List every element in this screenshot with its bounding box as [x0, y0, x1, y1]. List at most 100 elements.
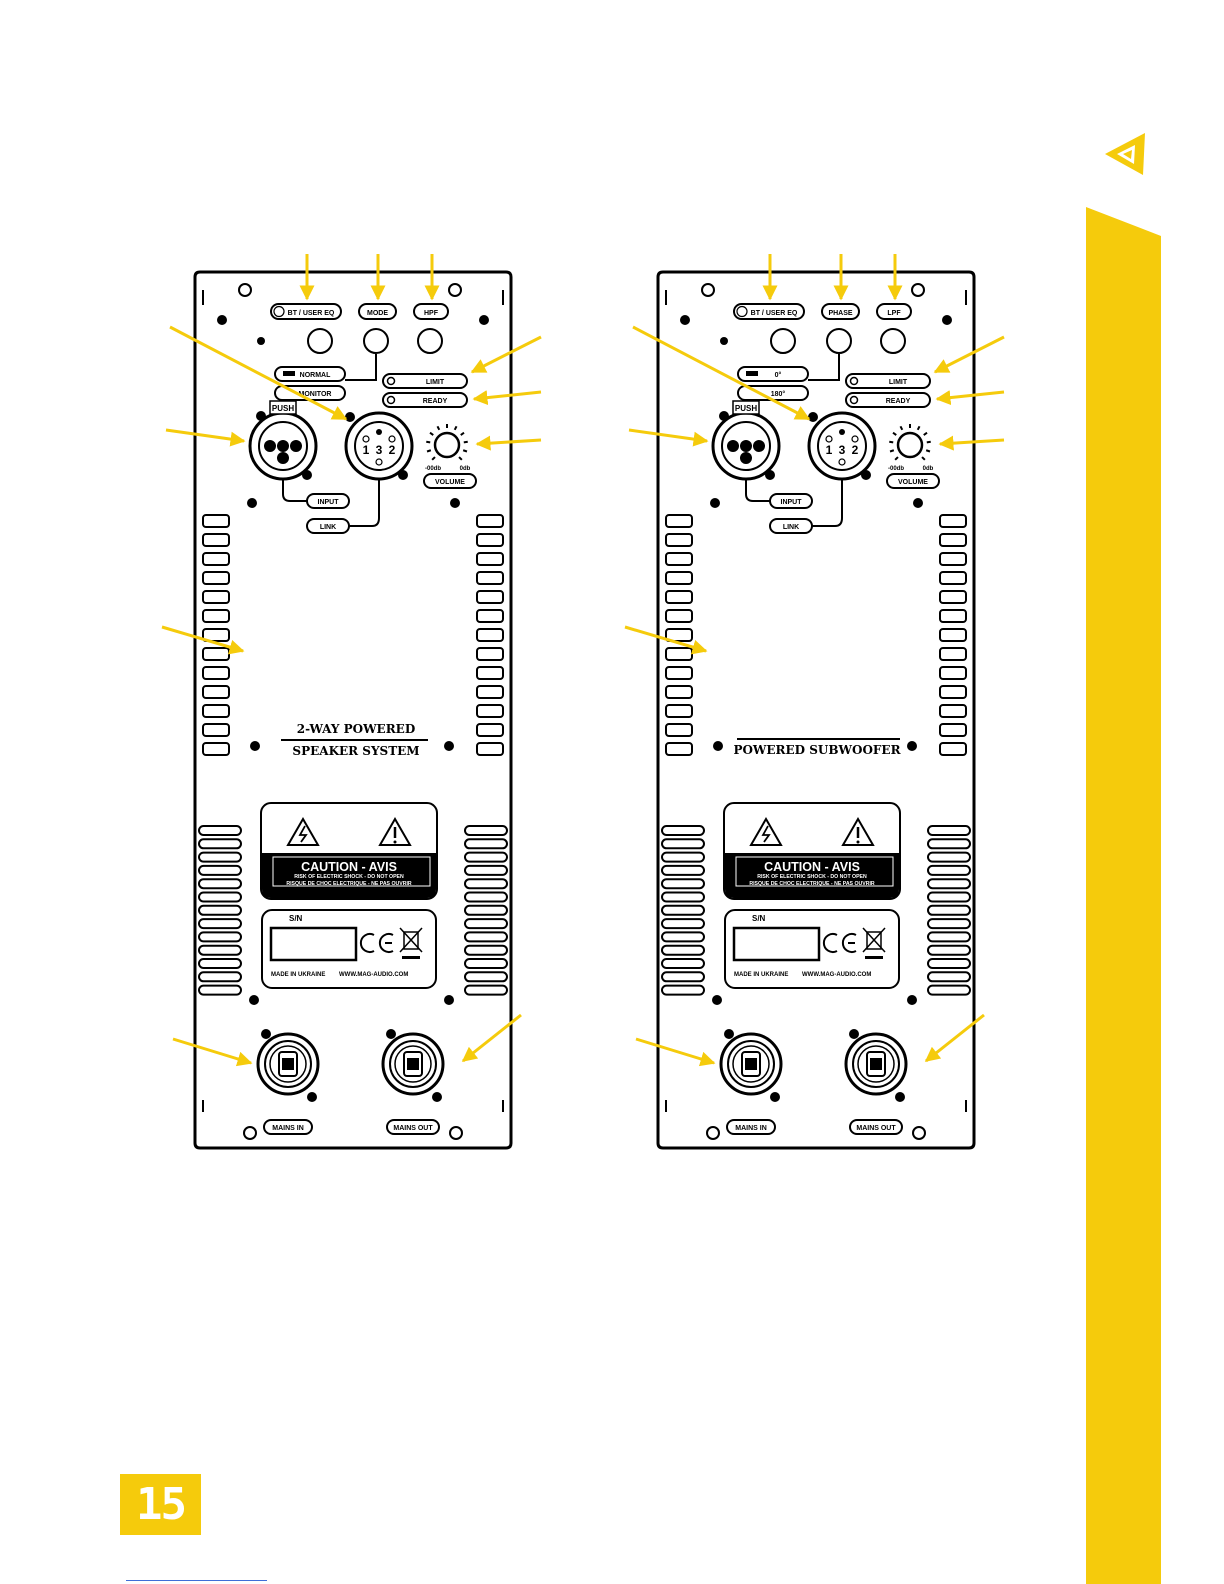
- xlr-link-inner: [817, 421, 867, 471]
- screw: [849, 1029, 859, 1039]
- volume-min-label: -00db: [888, 466, 904, 472]
- vent-slot: [476, 647, 504, 661]
- mains-out-latch: [866, 1051, 886, 1077]
- panel-outline: [656, 270, 976, 1150]
- vent-slot: [202, 723, 230, 737]
- mains-in-ring-inner: [269, 1045, 307, 1083]
- callout-arrow: [472, 390, 542, 406]
- footer-link-underline[interactable]: [126, 1580, 267, 1581]
- mains-out-connector[interactable]: [381, 1032, 445, 1096]
- push-latch: [732, 400, 760, 415]
- vent-slot: [927, 958, 971, 969]
- callout-arrow: [635, 1037, 716, 1067]
- link-label: LINK: [783, 524, 799, 531]
- button-label-pill-0: [733, 303, 805, 320]
- vent-slot: [202, 571, 230, 585]
- vent-slot: [464, 944, 508, 956]
- vent-slot: [202, 704, 230, 718]
- caution-line-1: RISK OF ELECTRIC SHOCK - DO NOT OPEN: [294, 874, 404, 880]
- vent-slot: [661, 864, 705, 876]
- mounting-hole: [701, 283, 715, 297]
- caution-title: CAUTION - AVIS: [301, 860, 397, 874]
- serial-label: [261, 909, 437, 989]
- vent-slot: [665, 723, 693, 737]
- mode-button[interactable]: [363, 328, 389, 354]
- vent-slot: [198, 864, 242, 876]
- lightning-warning-icon: [286, 816, 320, 846]
- filter-button[interactable]: [417, 328, 443, 354]
- mains-out-pill: [386, 1119, 440, 1135]
- volume-knob[interactable]: [433, 431, 461, 459]
- switch-indicator-icon: [283, 371, 295, 376]
- caution-band-frame: [735, 856, 894, 887]
- vent-slot: [198, 971, 242, 983]
- screw: [712, 995, 722, 1005]
- vent-slot: [198, 944, 242, 956]
- mounting-hole: [449, 1126, 463, 1140]
- vent-slot: [202, 628, 230, 642]
- switch-indicator-icon: [746, 371, 758, 376]
- bt-user-eq-button[interactable]: [307, 328, 333, 354]
- screw: [713, 741, 723, 751]
- vent-slot: [661, 931, 705, 943]
- mains-in-latch: [741, 1051, 761, 1077]
- vent-slot: [927, 918, 971, 930]
- filter-button[interactable]: [880, 328, 906, 354]
- callout-arrow: [169, 325, 348, 421]
- mains-out-connector[interactable]: [844, 1032, 908, 1096]
- button-label: PHASE: [828, 310, 852, 317]
- switch-label: NORMAL: [300, 372, 331, 379]
- mains-in-label: MAINS IN: [735, 1125, 767, 1132]
- panel-title: POWERED SUBWOOFER: [733, 743, 901, 757]
- push-label: PUSH: [735, 404, 757, 413]
- screw: [907, 995, 917, 1005]
- button-label-pill-2: [413, 303, 449, 320]
- mains-in-contact: [745, 1058, 757, 1070]
- switch-pill-0: [737, 366, 809, 382]
- callout-arrow: [165, 428, 246, 447]
- volume-tick: [436, 425, 441, 431]
- vent-slot: [665, 685, 693, 699]
- callout-arrow: [933, 335, 1005, 374]
- website-label: WWW.MAG-AUDIO.COM: [802, 972, 871, 978]
- mains-in-connector[interactable]: [719, 1032, 783, 1096]
- vent-slot: [198, 918, 242, 930]
- xlr-pin-hole: [277, 440, 289, 452]
- mains-in-connector[interactable]: [256, 1032, 320, 1096]
- input-link-line: [745, 479, 770, 502]
- bluetooth-icon: [736, 305, 748, 318]
- serial-number-label: S/N: [752, 914, 766, 923]
- screw: [249, 995, 259, 1005]
- xlr-pin: [362, 435, 370, 443]
- volume-knob[interactable]: [896, 431, 924, 459]
- mode-button[interactable]: [826, 328, 852, 354]
- vent-slot: [464, 864, 508, 876]
- xlr-pin: [388, 435, 396, 443]
- mains-in-latch: [278, 1051, 298, 1077]
- vent-slot: [661, 958, 705, 969]
- screw: [710, 498, 720, 508]
- vent-slot: [202, 647, 230, 661]
- vent-slot: [665, 533, 693, 547]
- link-pill: [306, 518, 350, 534]
- screw: [770, 1092, 780, 1102]
- indicator-pinhole: [720, 337, 728, 345]
- xlr-pin: [838, 458, 846, 466]
- button-label-pill-1: [358, 303, 397, 320]
- screw: [942, 315, 952, 325]
- volume-tick: [894, 456, 899, 461]
- caution-line-2: RISQUE DE CHOC ELECTRIQUE - NE PAS OUVRI…: [749, 881, 875, 887]
- exclamation-warning-icon: [378, 816, 412, 846]
- weee-bin-icon: [866, 931, 882, 950]
- callout-arrow: [924, 1013, 985, 1063]
- button-label-pill-0: [270, 303, 342, 320]
- ce-mark-icon: [359, 933, 375, 953]
- weee-bar: [865, 956, 883, 959]
- caution-label: [260, 802, 438, 900]
- volume-max-label: 0db: [923, 466, 934, 472]
- bt-user-eq-button[interactable]: [770, 328, 796, 354]
- vent-slot: [939, 552, 967, 566]
- vent-slot: [464, 931, 508, 943]
- xlr-pin-hole: [727, 440, 739, 452]
